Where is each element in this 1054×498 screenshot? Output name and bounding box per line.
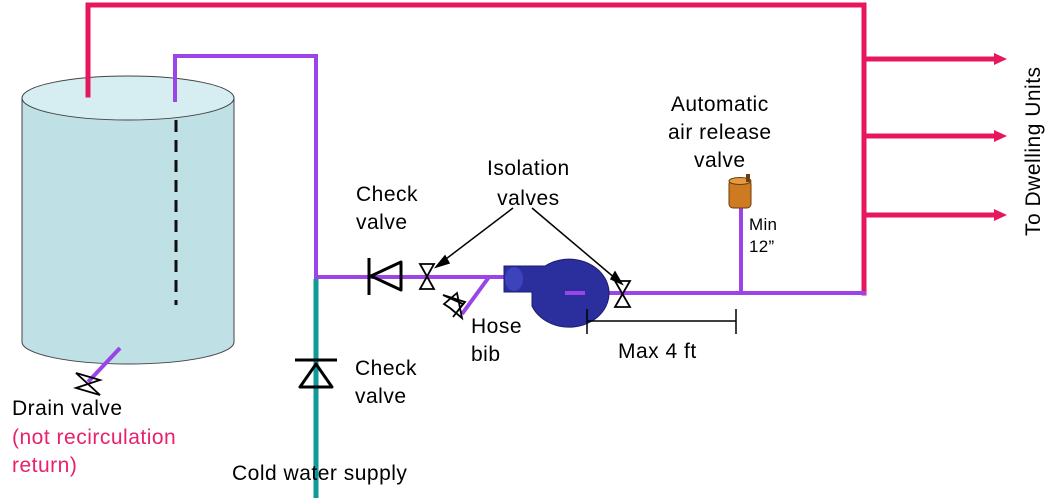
isolation-valve-icon: [418, 263, 436, 290]
hot-supply-line: [85, 2, 999, 296]
max-distance-label: Max 4 ft: [618, 340, 697, 363]
air-release-valve-icon: [728, 174, 752, 209]
arrow-right-icon: [994, 53, 1007, 221]
check-valve-icon: [295, 358, 337, 389]
check-valve-lower-label: Check valve: [355, 357, 418, 408]
max-distance-dimension: [586, 309, 737, 334]
tank-top: [21, 75, 235, 121]
circulation-pump-icon: [503, 258, 610, 328]
hose-bib-valve-icon: [442, 291, 467, 321]
drain-valve-icon: [72, 372, 104, 396]
drain-valve-label: Drain valve: [12, 397, 123, 420]
cold-water-supply-label: Cold water supply: [232, 462, 408, 485]
hose-bib-label: Hose bib: [471, 315, 523, 366]
isolation-valves-label: Isolation valves: [487, 157, 570, 210]
min-height-label: Min 12”: [749, 215, 778, 256]
to-dwelling-units-label: To Dwelling Units: [1022, 66, 1045, 236]
air-release-valve-label: Automatic air release valve: [668, 93, 772, 172]
recirc-return-line: [86, 54, 866, 384]
isolation-leader-arrows: [433, 207, 624, 286]
storage-tank: [21, 75, 235, 365]
check-valve-upper-label: Check valve: [356, 183, 419, 234]
isolation-valve-icon: [613, 280, 632, 308]
tank-body: [21, 97, 235, 365]
drain-note-label: (not recirculation return): [12, 426, 177, 477]
check-valve-icon: [367, 258, 403, 295]
